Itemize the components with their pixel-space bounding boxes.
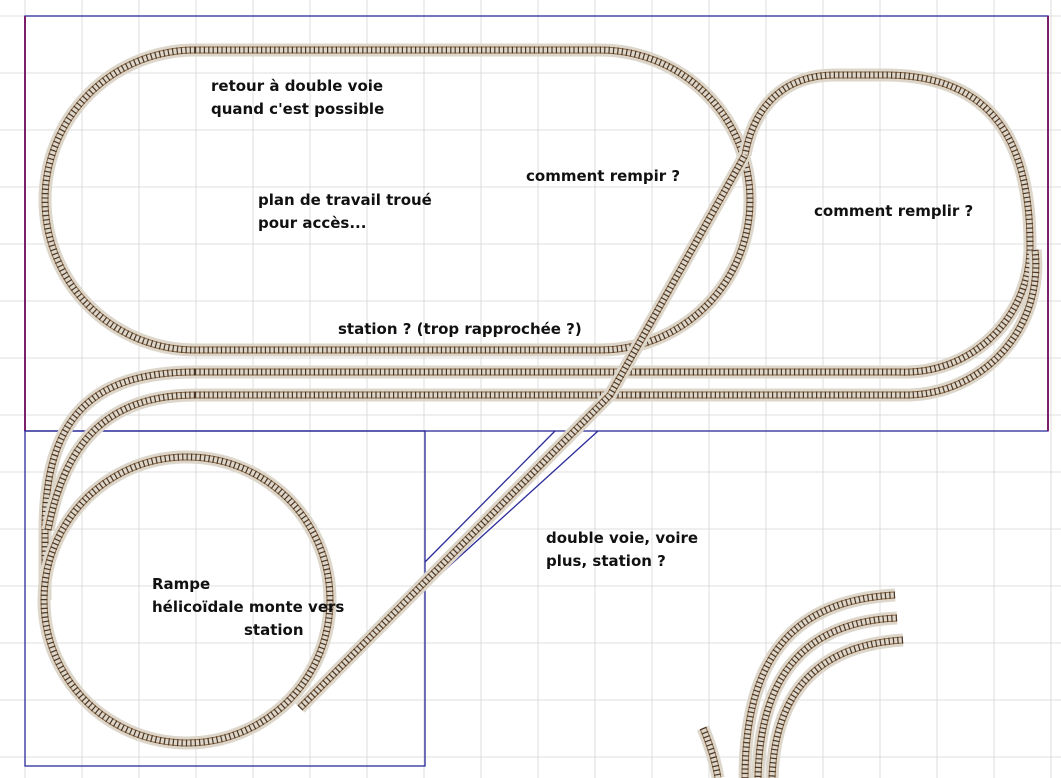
label-line: hélicoïdale monte vers xyxy=(152,598,345,616)
track-left-curve-inner-gauge xyxy=(45,392,196,531)
lower-left-board-outline xyxy=(24,430,426,767)
track-corner-fan-1-gauge xyxy=(742,592,896,778)
track-network xyxy=(37,43,1043,778)
label-line: plan de travail troué xyxy=(258,191,432,209)
track-right-loop-outer-ballast xyxy=(640,68,1037,379)
diagonal-bridge-edge-upper xyxy=(424,430,556,563)
label-double-track-more: double voie, voire plus, station ? xyxy=(546,527,698,573)
track-diagonal-ramp-ties xyxy=(297,153,749,711)
track-corner-fan-2-ties xyxy=(754,614,898,778)
track-main-oval-ties xyxy=(41,46,754,354)
label-line: quand c'est possible xyxy=(211,100,385,118)
label-helical-ramp: Rampe hélicoïdale monte vers station xyxy=(152,573,344,642)
label-line: plus, station ? xyxy=(546,552,666,570)
label-line: comment remplir ? xyxy=(814,202,974,220)
track-right-loop-outer-gauge xyxy=(640,72,1033,375)
label-double-track-return: retour à double voie quand c'est possibl… xyxy=(211,75,384,121)
label-line: Rampe xyxy=(152,575,211,593)
label-fill-question-1: comment rempir ? xyxy=(526,165,680,188)
track-right-loop-outer-rails xyxy=(640,71,1034,376)
label-line: comment rempir ? xyxy=(526,167,681,185)
label-fill-question-2: comment remplir ? xyxy=(814,200,973,223)
track-corner-fan-3-gauge xyxy=(769,637,904,778)
track-right-loop-outer xyxy=(640,75,1030,372)
label-worktop-hole: plan de travail troué pour accès... xyxy=(258,189,432,235)
label-line: double voie, voire xyxy=(546,529,699,547)
track-right-loop-outer-ties xyxy=(640,71,1034,376)
track-left-curve-outer-ties xyxy=(41,368,196,600)
track-helix-circle-ties xyxy=(40,453,334,747)
track-corner-stub-gauge xyxy=(700,727,721,778)
label-station-question: station ? (trop rapprochée ?) xyxy=(338,318,582,341)
label-line: retour à double voie xyxy=(211,77,384,95)
track-right-loop-inner-ties xyxy=(640,249,1040,399)
label-line: pour accès... xyxy=(258,214,367,232)
label-line: station ? (trop rapprochée ?) xyxy=(338,320,582,338)
label-line: station xyxy=(244,621,304,639)
